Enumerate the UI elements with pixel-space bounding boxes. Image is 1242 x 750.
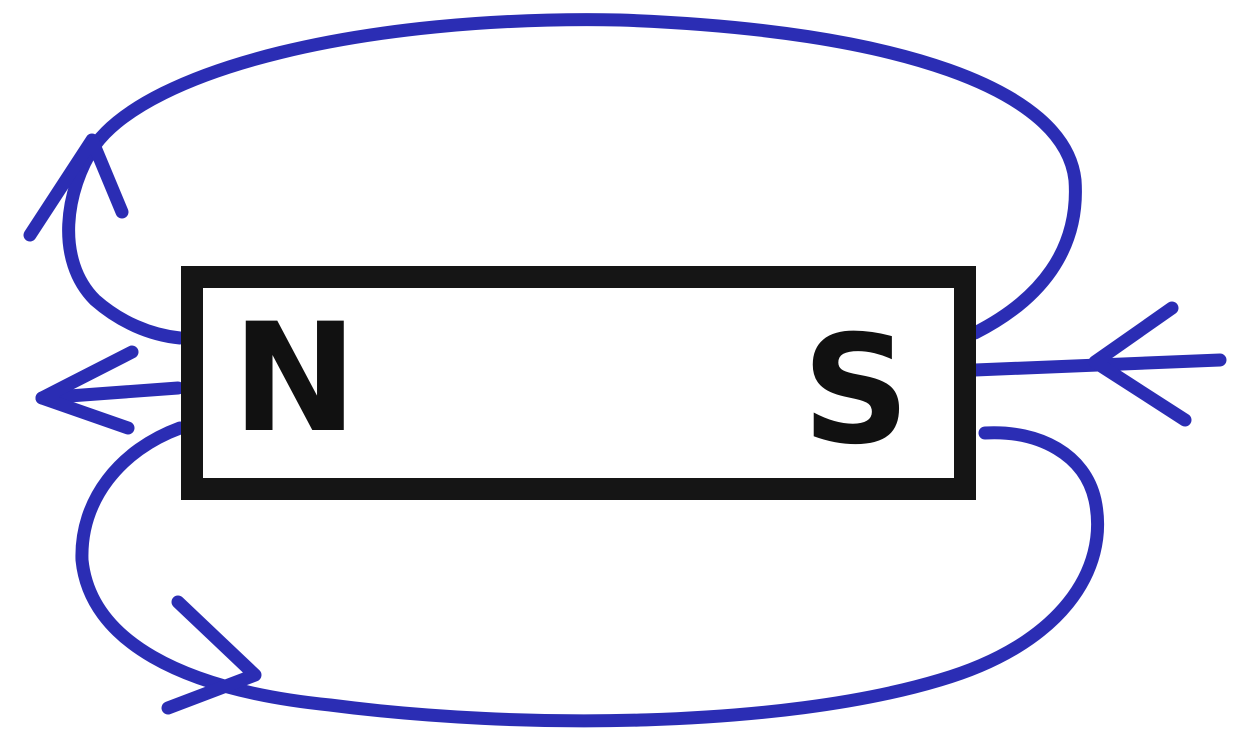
south-pole-label: S xyxy=(802,304,910,478)
bar-magnet: N S xyxy=(192,277,965,489)
north-pole-label: N xyxy=(232,292,358,466)
